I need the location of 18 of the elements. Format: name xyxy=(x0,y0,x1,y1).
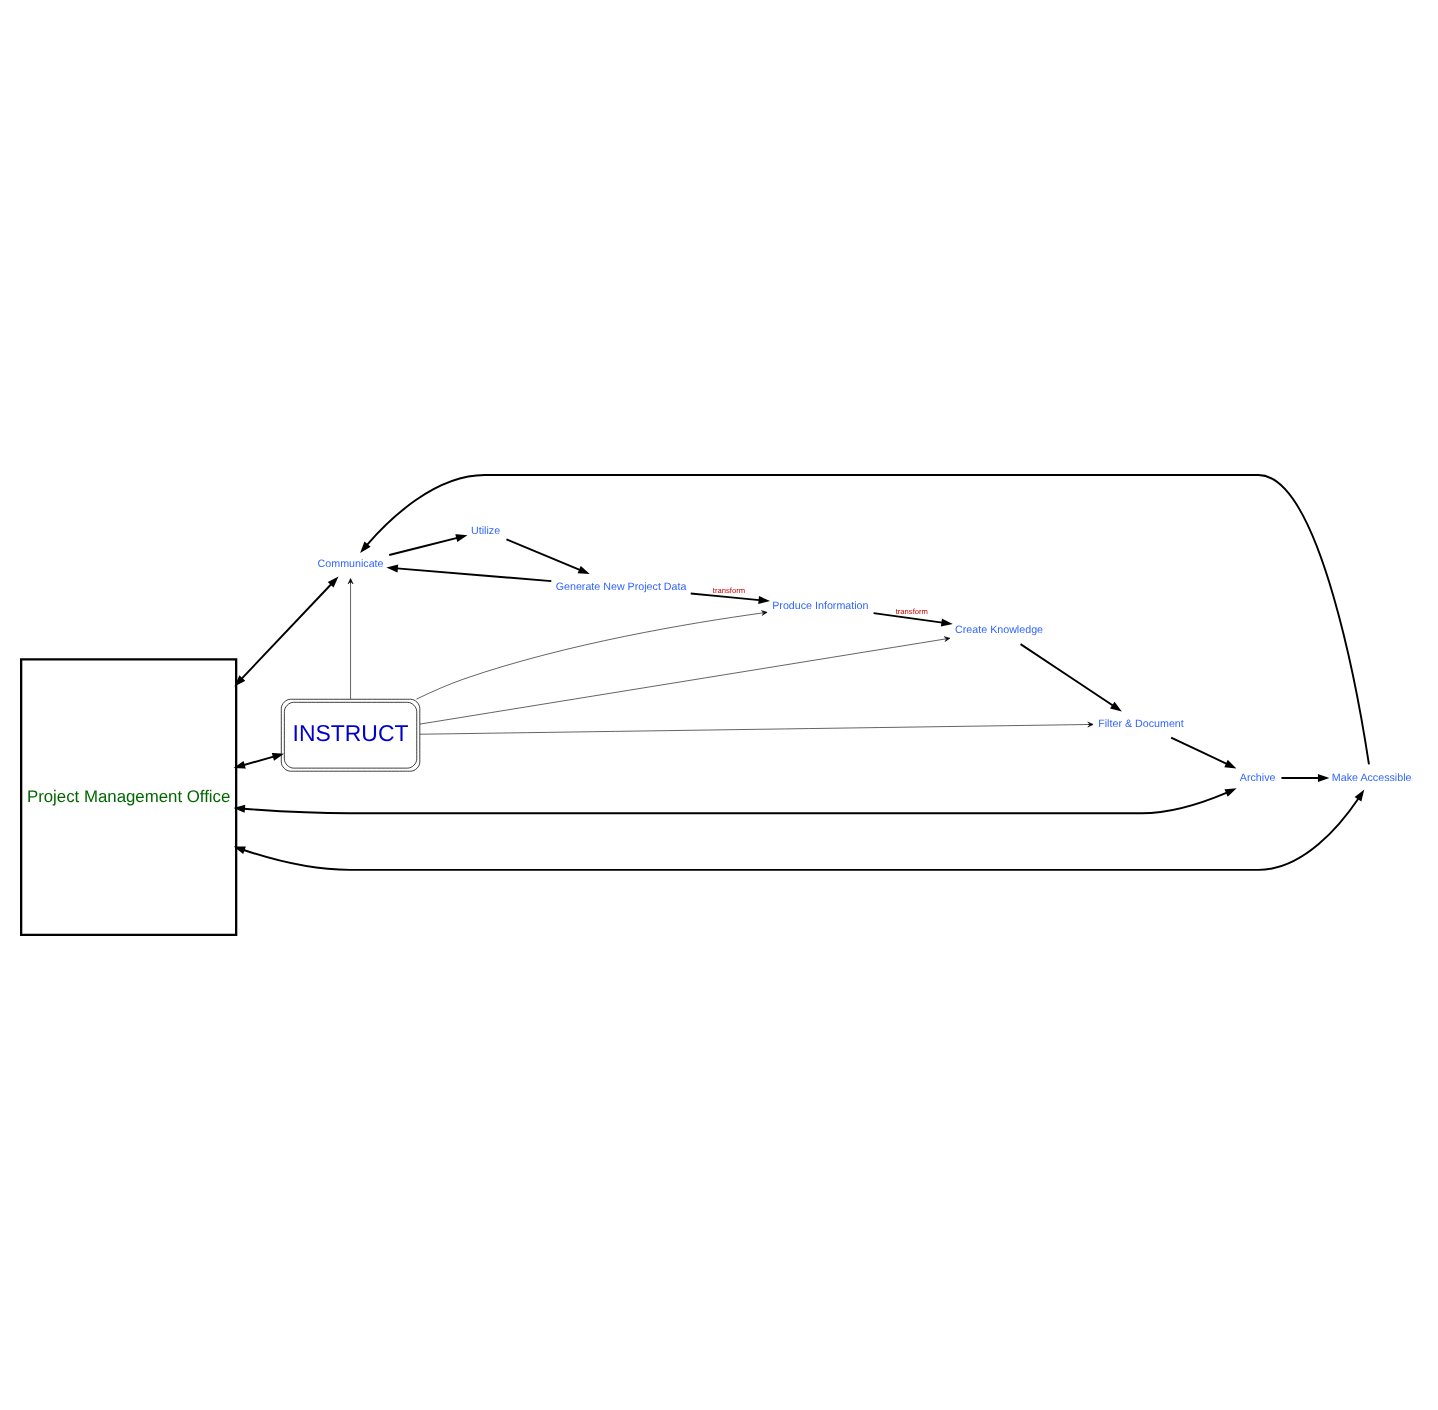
arrow xyxy=(347,578,354,700)
arrow xyxy=(234,576,339,687)
arrow xyxy=(360,474,1370,766)
arrow xyxy=(419,721,1094,735)
arrow xyxy=(233,752,284,769)
arrow xyxy=(233,788,1237,815)
arrow xyxy=(419,636,951,725)
arrow xyxy=(1280,774,1330,783)
arrow xyxy=(872,612,953,627)
arrow xyxy=(233,789,1365,871)
arrow xyxy=(386,564,553,583)
arrow xyxy=(505,538,590,575)
arrow xyxy=(689,592,771,604)
arrow xyxy=(1170,736,1237,769)
node-box: Project Management Office xyxy=(20,658,238,937)
arrow xyxy=(388,534,468,556)
arrow xyxy=(1019,643,1122,712)
arrow xyxy=(416,610,768,700)
